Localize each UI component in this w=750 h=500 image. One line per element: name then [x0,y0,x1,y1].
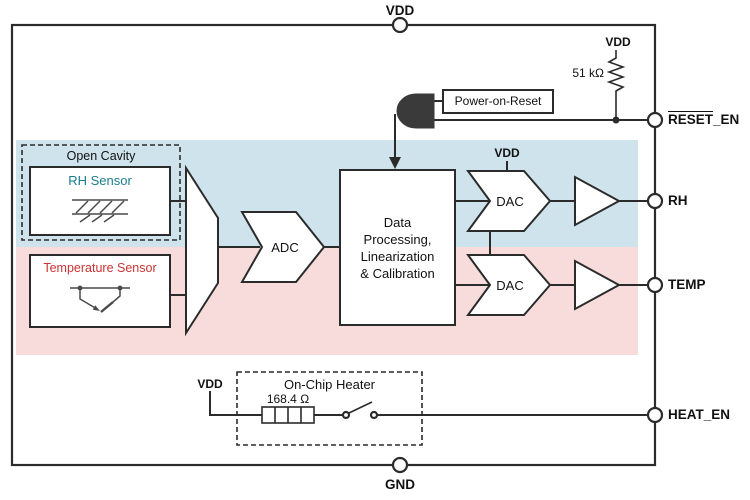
dac-temp-label: DAC [496,278,524,293]
power-on-reset-label: Power-on-Reset [454,94,542,108]
processing-block-label: Data Processing, Linearization & Calibra… [340,214,455,282]
reset-en-overline-text: RESET [668,112,714,127]
pullup-vdd-label: VDD [605,35,631,49]
temperature-sensor-label: Temperature Sensor [43,261,157,275]
processing-line-4: & Calibration [360,266,435,281]
temperature-sensor-block [29,254,171,328]
heater-vdd-label: VDD [197,377,223,391]
temp-output-buffer [574,259,622,311]
junction-dot [612,116,620,124]
vdd-top-label: VDD [385,3,415,18]
gnd-label: GND [385,477,415,492]
dac-rh-block [466,170,552,232]
reset-en-pin-label: RESET_EN [668,112,739,127]
gnd-pin [391,456,409,474]
temp-pin-label: TEMP [668,277,706,292]
dac-vdd-label: VDD [494,146,520,160]
wire-vdd-to-heater [209,391,262,416]
processing-line-3: Linearization [360,249,435,264]
reset-en-suffix-text: _EN [713,112,740,127]
adc-label: ADC [271,240,299,255]
processing-line-1: Data [383,215,412,230]
chip-boundary [10,23,657,467]
rh-sensor-label: RH Sensor [68,173,132,188]
heater-switch-icon [341,401,379,420]
on-chip-heater-label: On-Chip Heater [283,377,376,392]
mux [185,164,219,337]
rh-pin [646,192,664,210]
pullup-resistor-51k [606,50,626,120]
processing-line-2: Processing, [363,232,432,247]
heat-en-pin [646,406,664,424]
reset-and-gate [396,93,435,129]
rh-pin-label: RH [668,193,688,208]
heat-en-pin-label: HEAT_EN [668,407,731,422]
dac-rh-label: DAC [496,194,524,209]
dac-temp-block [466,254,552,316]
rh-output-buffer [574,175,622,227]
processing-block [339,169,456,326]
vdd-pin [391,16,409,34]
pullup-resistor-value: 51 kΩ [572,66,604,80]
on-chip-heater-box [236,371,423,446]
adc-block [240,211,326,283]
open-cavity-box [21,144,181,241]
temp-pin [646,276,664,294]
reset-en-pin [646,111,664,129]
temp-diode-icon [70,285,130,313]
heater-resistance-value: 168.4 Ω [266,392,310,406]
heater-resistor-icon [261,406,315,424]
rh-capacitor-icon [72,199,128,223]
power-on-reset-block [442,89,554,114]
arrowhead-reset-into-processing [389,157,401,169]
open-cavity-label: Open Cavity [66,149,136,163]
